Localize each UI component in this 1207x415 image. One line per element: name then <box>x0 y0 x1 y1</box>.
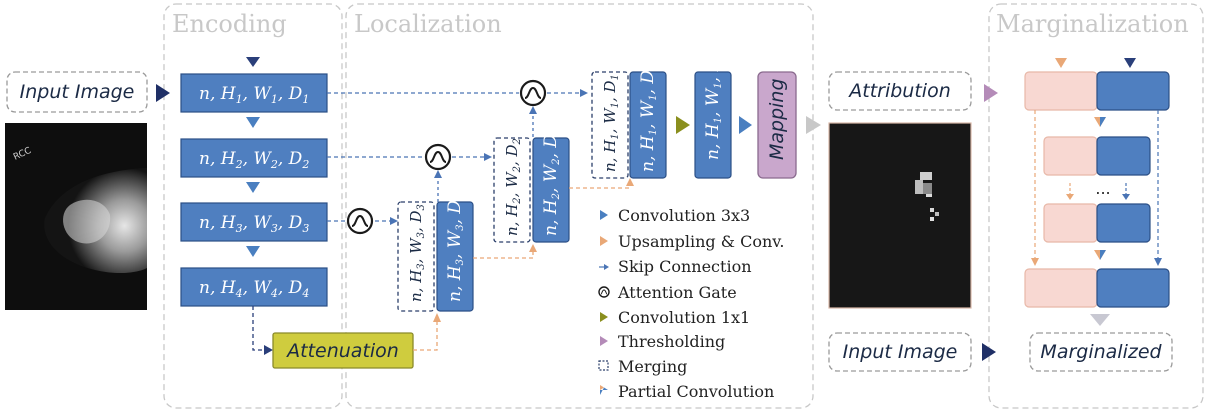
attenuation-label: Attenuation <box>285 340 399 362</box>
legend-label: Merging <box>618 357 687 376</box>
legend-label: Partial Convolution <box>618 382 774 401</box>
legend-label: Attention Gate <box>617 283 737 302</box>
svg-text:n, H1, W1, 2: n, H1, W1, 2 <box>703 61 724 160</box>
mammogram-image: RCC <box>5 123 148 310</box>
legend-symbol-threshold <box>600 336 608 346</box>
legend-symbol-merging <box>598 360 609 371</box>
merge-block-3: n, H3, W3, D3 <box>397 201 435 312</box>
svg-text:n, H2, W2, D2: n, H2, W2, D2 <box>541 128 562 236</box>
legend-symbol-upsampling <box>600 236 608 246</box>
output-block: n, H1, W1, 2 <box>694 61 732 179</box>
legend-symbol-partial-conv <box>600 385 608 395</box>
mapping-block: Mapping <box>757 71 797 179</box>
attention-gate-icon <box>346 207 374 235</box>
conv1x1-arrow-icon <box>676 116 690 134</box>
decoder-block-3: n, H3, W3, D3 <box>436 194 474 312</box>
attribution-arrow-icon <box>984 84 998 102</box>
decoder-block-1: n, H1, W1, D1 <box>629 64 667 179</box>
conv-arrow-icon <box>246 246 260 257</box>
attention-gate-icon <box>519 79 547 107</box>
input-image-bottom-box <box>828 332 972 372</box>
attribution-label: Attribution <box>847 80 951 102</box>
marginalization-panel <box>988 3 1204 409</box>
margin-top-arrow-icon-orange <box>1055 58 1067 68</box>
legend-label: Upsampling & Conv. <box>618 232 785 251</box>
attention-gate-icon <box>424 143 452 171</box>
legend: Convolution 3x3 Upsampling & Conv. Skip … <box>598 206 785 401</box>
legend-symbol-conv3x3 <box>600 210 608 220</box>
encoder-block-2: n, H2, W2, D2 <box>180 138 328 178</box>
input-arrow-icon <box>156 84 170 102</box>
encoding-title: Encoding <box>172 10 287 38</box>
marginalized-label: Marginalized <box>1040 341 1162 363</box>
localization-title: Localization <box>354 10 502 38</box>
partial-conv-arrow-icon <box>1094 117 1106 127</box>
svg-text:n, H3, W3, D3: n, H3, W3, D3 <box>407 204 427 302</box>
encoder-top-arrow-icon <box>246 57 260 67</box>
ellipsis: ... <box>1095 179 1110 198</box>
input-image-box <box>6 71 148 113</box>
conv-arrow-icon <box>246 117 260 128</box>
marginalized-box <box>1029 332 1173 372</box>
mapping-arrow-icon <box>806 116 821 134</box>
legend-symbol-conv1x1 <box>600 312 608 322</box>
conv-arrow-icon <box>246 182 260 193</box>
svg-text:n, H3, W3, D3: n, H3, W3, D3 <box>199 213 309 235</box>
margin-row-3 <box>1043 203 1151 243</box>
margin-row-2 <box>1043 136 1151 176</box>
legend-label: Thresholding <box>618 332 725 351</box>
decoder-block-2: n, H2, W2, D2 <box>532 128 570 243</box>
partial-conv-arrow-icon <box>1094 250 1106 260</box>
svg-text:Mapping: Mapping <box>766 78 788 160</box>
legend-label: Skip Connection <box>618 257 752 276</box>
svg-text:n, H2, W2, D2: n, H2, W2, D2 <box>503 138 523 236</box>
input-image-bottom-arrow-icon <box>982 343 996 361</box>
margin-row-1 <box>1024 71 1170 111</box>
legend-symbol-gate <box>598 286 610 298</box>
marginalization-title: Marginalization <box>996 10 1189 38</box>
svg-text:n, H3, W3, D3: n, H3, W3, D3 <box>445 194 466 302</box>
legend-label: Convolution 3x3 <box>618 206 750 225</box>
svg-text:n, H1, W1, D1: n, H1, W1, D1 <box>638 64 659 172</box>
encoder-block-3: n, H3, W3, D3 <box>180 202 328 242</box>
legend-symbol-skip <box>604 264 609 270</box>
svg-text:n, H1, W1, D1: n, H1, W1, D1 <box>199 84 309 106</box>
svg-text:n, H4, W4, D4: n, H4, W4, D4 <box>199 278 309 300</box>
conv-arrow-icon <box>739 116 752 134</box>
svg-text:n, H1, W1, D1: n, H1, W1, D1 <box>601 74 621 172</box>
attribution-map-image <box>828 122 972 309</box>
margin-row-4 <box>1024 268 1170 308</box>
merge-block-2: n, H2, W2, D2 <box>493 137 531 243</box>
attribution-box <box>828 71 972 111</box>
input-image-bottom-label: Input Image <box>843 341 958 363</box>
input-image-label: Input Image <box>20 81 135 103</box>
svg-text:n, H2, W2, D2: n, H2, W2, D2 <box>199 149 309 171</box>
localization-panel <box>345 3 814 409</box>
encoder-block-4: n, H4, W4, D4 <box>180 267 328 307</box>
encoding-panel <box>163 3 343 409</box>
legend-label: Convolution 1x1 <box>618 308 750 327</box>
encoder-block-1: n, H1, W1, D1 <box>180 73 328 113</box>
margin-top-arrow-icon-blue <box>1124 58 1136 68</box>
marginalized-arrow-icon <box>1090 314 1110 326</box>
merge-block-1: n, H1, W1, D1 <box>591 71 629 179</box>
